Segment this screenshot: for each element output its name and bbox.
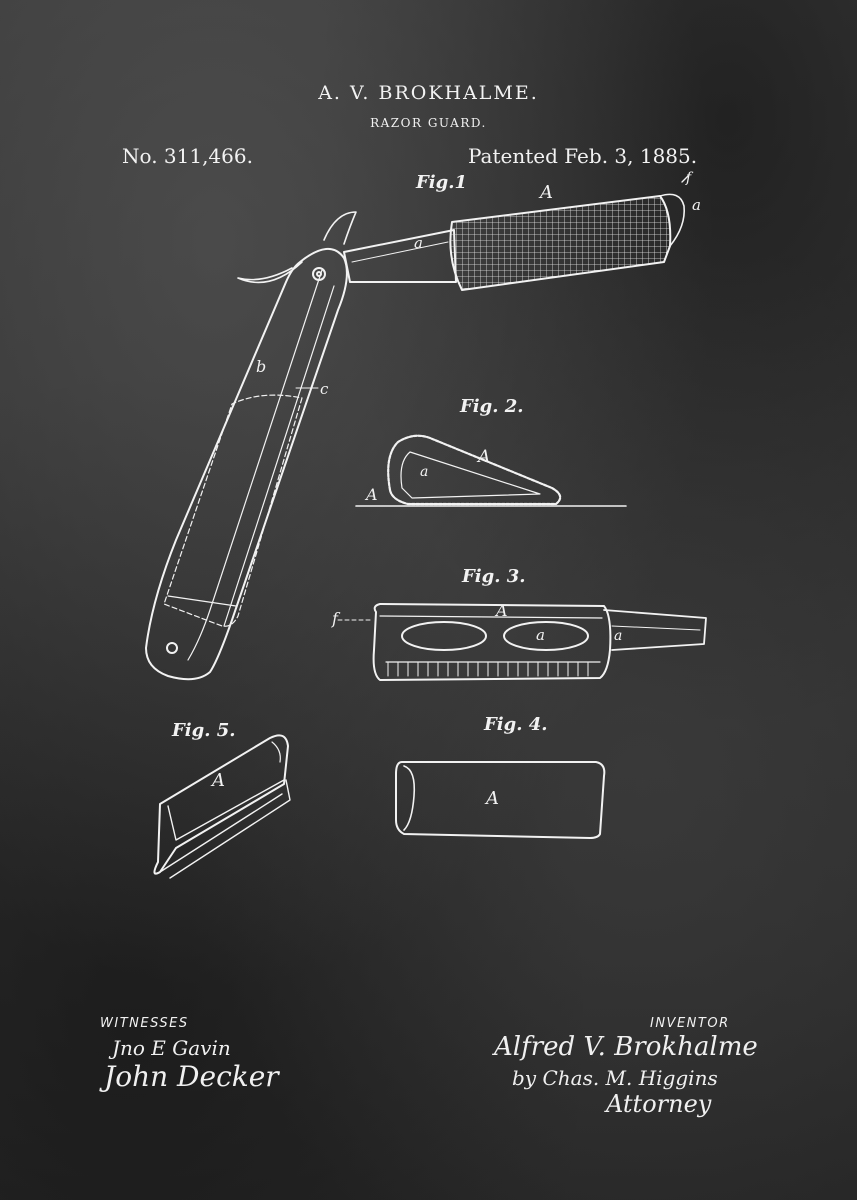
fig3-drawing: f A a a bbox=[331, 601, 707, 681]
fig2-ref-A-top: A bbox=[476, 447, 490, 467]
fig5-guard bbox=[153, 734, 289, 875]
fig3-ref-f: f bbox=[331, 609, 341, 628]
fig1-ref-a-shank: a bbox=[414, 234, 423, 252]
fig1-ref-c: c bbox=[320, 380, 329, 398]
fig2-ref-a: a bbox=[420, 464, 428, 480]
fig5-label: Fig. 5. bbox=[172, 720, 236, 741]
attorney-by-line: by Chas. M. Higgins bbox=[512, 1066, 718, 1090]
inventor-name: A. V. BROKHALME. bbox=[318, 82, 539, 104]
razor-handle bbox=[145, 248, 348, 681]
fig3-guard-body bbox=[372, 603, 612, 681]
witnesses-heading: WITNESSES bbox=[100, 1016, 189, 1031]
fig2-label: Fig. 2. bbox=[460, 396, 524, 417]
razor-guard-mesh bbox=[449, 195, 672, 291]
fig1-ref-f: f bbox=[685, 170, 694, 186]
witness-signature-1: Jno E Gavin bbox=[112, 1036, 231, 1060]
fig5-ref-A: A bbox=[210, 770, 225, 791]
patent-number: No. 311,466. bbox=[122, 144, 253, 168]
fig2-drawing: A a A bbox=[355, 434, 627, 507]
fig3-ref-a-right: a bbox=[614, 628, 622, 644]
fig1-label: Fig.1 bbox=[416, 172, 467, 193]
fig2-section bbox=[387, 434, 562, 506]
fig1-ref-a-tip: a bbox=[692, 196, 701, 214]
invention-title: RAZOR GUARD. bbox=[370, 116, 487, 130]
fig5-drawing: A bbox=[153, 734, 291, 879]
fig1-ref-A: A bbox=[538, 182, 553, 203]
inventor-heading: INVENTOR bbox=[650, 1016, 730, 1031]
fig3-ref-A: A bbox=[494, 601, 508, 620]
patent-date: Patented Feb. 3, 1885. bbox=[468, 144, 698, 168]
fig3-label: Fig. 3. bbox=[462, 566, 526, 587]
attorney-label: Attorney bbox=[606, 1090, 712, 1118]
fig4-blank bbox=[395, 761, 606, 839]
fig4-ref-A: A bbox=[484, 788, 499, 809]
witness-signature-2: John Decker bbox=[104, 1060, 279, 1093]
fig4-label: Fig. 4. bbox=[484, 714, 548, 735]
fig1-ref-b: b bbox=[256, 357, 266, 376]
fig2-ref-A-left: A bbox=[364, 485, 378, 504]
fig3-ref-a-center: a bbox=[536, 626, 545, 644]
inventor-signature: Alfred V. Brokhalme bbox=[494, 1032, 758, 1062]
fig4-drawing: A bbox=[395, 761, 606, 839]
fig1-drawing: A a a f b c bbox=[145, 170, 701, 681]
